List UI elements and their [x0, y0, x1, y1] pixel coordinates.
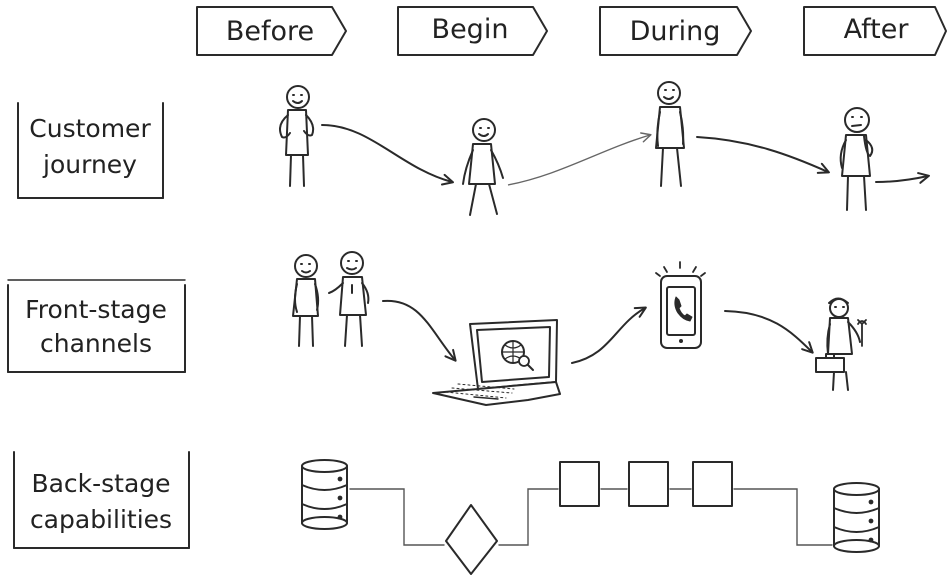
laptop-browser-icon [432, 319, 561, 406]
stage-label-after: After [844, 14, 910, 45]
channel-arrow [382, 299, 457, 362]
row-label-line: Back-stage [31, 469, 170, 498]
stage-label-begin: Begin [432, 14, 509, 45]
decision-diamond-icon [445, 504, 498, 575]
smartphone-call-icon [655, 261, 706, 349]
stage-header-begin: Begin [397, 6, 548, 56]
database-icon [833, 482, 880, 553]
stage-header-before: Before [196, 6, 347, 56]
row-label-line: capabilities [30, 505, 172, 534]
row-label-line: Customer [29, 114, 151, 143]
two-people-talking-icon [292, 251, 370, 347]
person-thinking-icon [839, 107, 874, 211]
stage-header-during: During [599, 6, 752, 56]
row-label-back-stage-capabilities: Back-stage capabilities [13, 451, 190, 549]
database-icon [301, 459, 348, 530]
row-label-customer-journey: Customer journey [17, 102, 164, 199]
person-walking-icon [655, 81, 685, 187]
row-label-line: journey [42, 150, 137, 179]
process-box-icon [628, 461, 669, 507]
row-label-line: channels [40, 329, 152, 358]
channel-arrow [571, 306, 647, 364]
person-walking-icon [462, 118, 504, 216]
journey-arrow [321, 124, 454, 186]
person-standing-icon [279, 85, 315, 187]
row-label-front-stage-channels: Front-stage channels [7, 279, 186, 373]
process-box-icon [559, 461, 600, 507]
journey-arrow [696, 136, 830, 174]
process-box-icon [692, 461, 733, 507]
journey-arrow [507, 132, 652, 186]
journey-arrow [875, 172, 930, 184]
technician-with-toolbox-icon [815, 297, 867, 391]
channel-arrow [724, 310, 814, 354]
process-connector [349, 488, 833, 546]
stage-label-during: During [630, 16, 721, 47]
stage-label-before: Before [226, 16, 314, 47]
row-label-line: Front-stage [25, 295, 167, 324]
stage-header-after: After [803, 6, 947, 56]
